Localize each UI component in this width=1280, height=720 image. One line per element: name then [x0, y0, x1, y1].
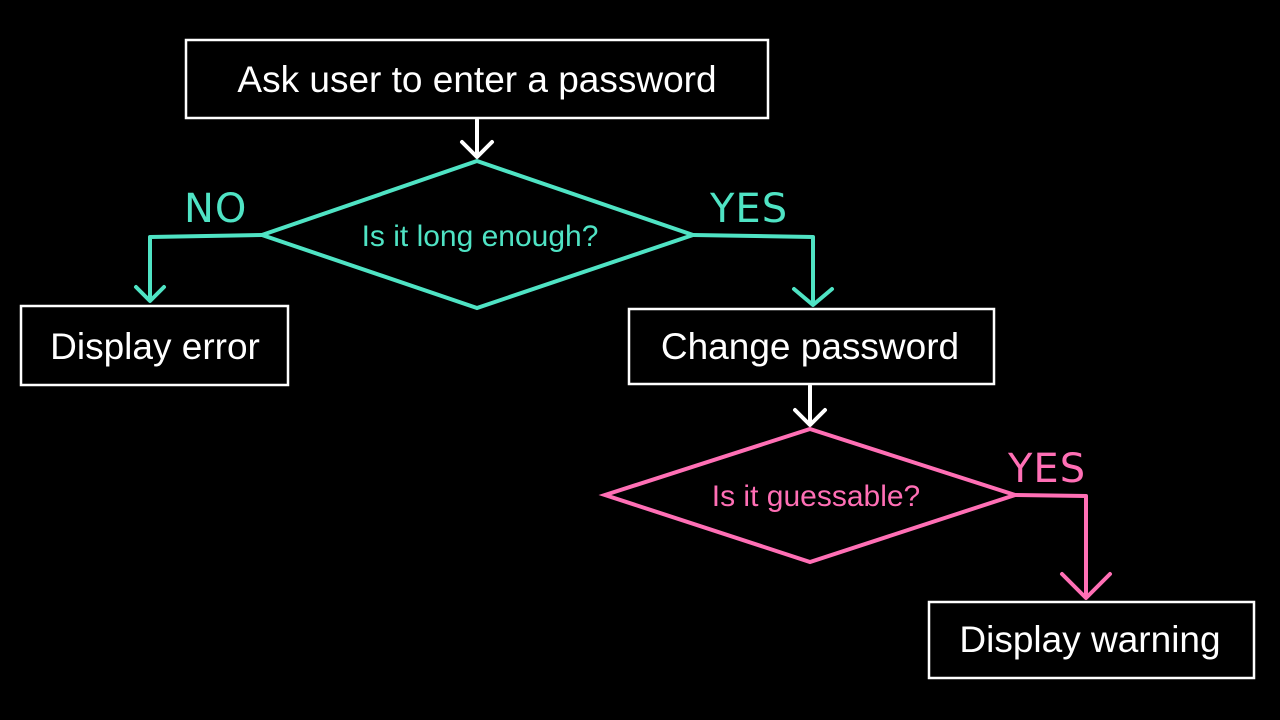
box-display-warning-label: Display warning [959, 619, 1220, 660]
arrow-no-branch [134, 233, 264, 303]
arrow-to-guessable [793, 384, 827, 427]
box-ask-password: Ask user to enter a password [184, 38, 770, 120]
decision-guessable: Is it guessable? [598, 426, 1022, 565]
box-ask-password-label: Ask user to enter a password [237, 59, 716, 100]
box-change-password: Change password [627, 307, 996, 386]
box-display-error: Display error [19, 304, 290, 387]
box-display-warning: Display warning [927, 600, 1256, 680]
decision-long-enough-label: Is it long enough? [362, 220, 599, 253]
decision-guessable-label: Is it guessable? [712, 480, 920, 513]
arrow-yes-guessable [1013, 493, 1112, 600]
arrow-to-long-enough [460, 118, 494, 159]
label-yes-guessable: YES [1007, 446, 1086, 492]
decision-long-enough: Is it long enough? [255, 158, 700, 311]
box-display-error-label: Display error [50, 326, 260, 367]
label-yes-long-enough: YES [709, 186, 788, 232]
arrow-yes-branch [691, 233, 834, 307]
label-no: NO [184, 186, 247, 232]
box-change-password-label: Change password [661, 326, 959, 367]
